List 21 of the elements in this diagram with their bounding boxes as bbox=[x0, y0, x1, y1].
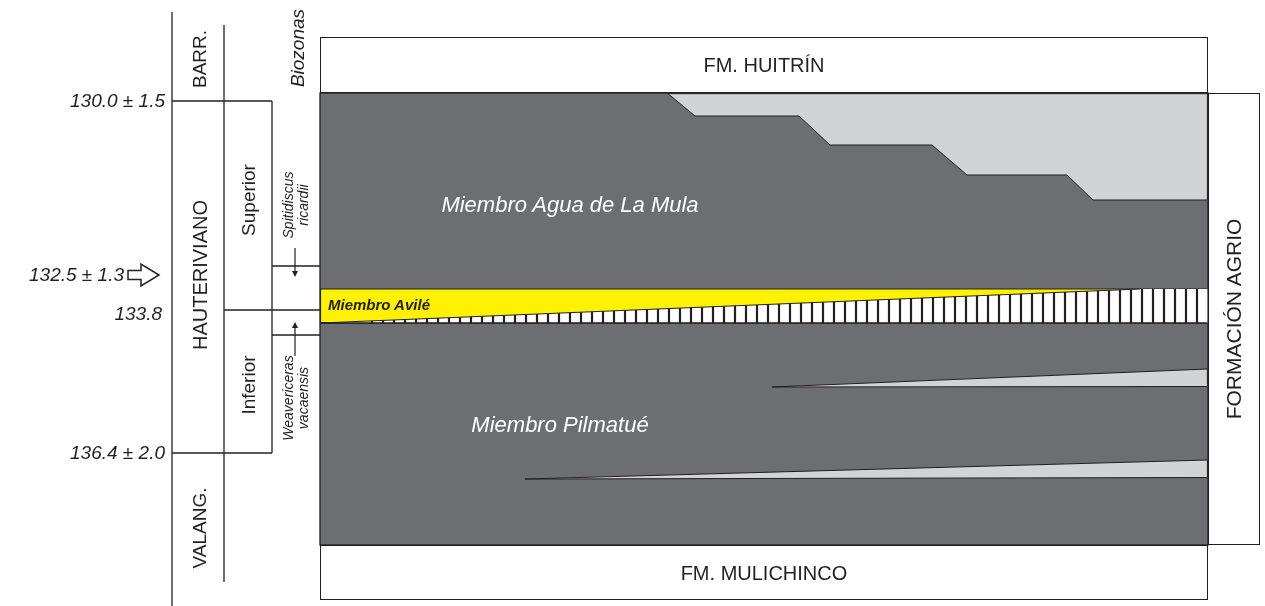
member-name: Miembro Avilé bbox=[328, 296, 430, 313]
stage-name: BARR. bbox=[189, 29, 211, 89]
column-heading: Biozonas bbox=[287, 8, 309, 87]
age-label: 132.5 ± 1.3 bbox=[29, 264, 124, 286]
stage-name: HAUTERIVIANO bbox=[188, 200, 212, 350]
formation-name: FM. HUITRÍN bbox=[702, 53, 826, 77]
formation-band bbox=[320, 545, 1208, 600]
age-label: 133.8 bbox=[114, 303, 162, 325]
formation-name: FORMACIÓN AGRIO bbox=[1222, 218, 1246, 420]
stage-name: VALANG. bbox=[189, 487, 211, 568]
stage-name: Superior bbox=[238, 164, 260, 236]
formation-band bbox=[320, 37, 1208, 93]
member-name: Miembro Agua de La Mula bbox=[440, 192, 700, 218]
member-name: Miembro Pilmatué bbox=[470, 412, 650, 438]
age-label: 136.4 ± 2.0 bbox=[70, 442, 165, 464]
biozone-name: Spitidiscus ricardii bbox=[281, 170, 311, 241]
biozone-name: Weavericeras vacaensis bbox=[281, 353, 311, 443]
age-label: 130.0 ± 1.5 bbox=[70, 90, 165, 112]
formation-name: FM. MULICHINCO bbox=[679, 561, 849, 584]
formation-column bbox=[1208, 93, 1260, 545]
stage-name: Inferior bbox=[238, 355, 260, 415]
